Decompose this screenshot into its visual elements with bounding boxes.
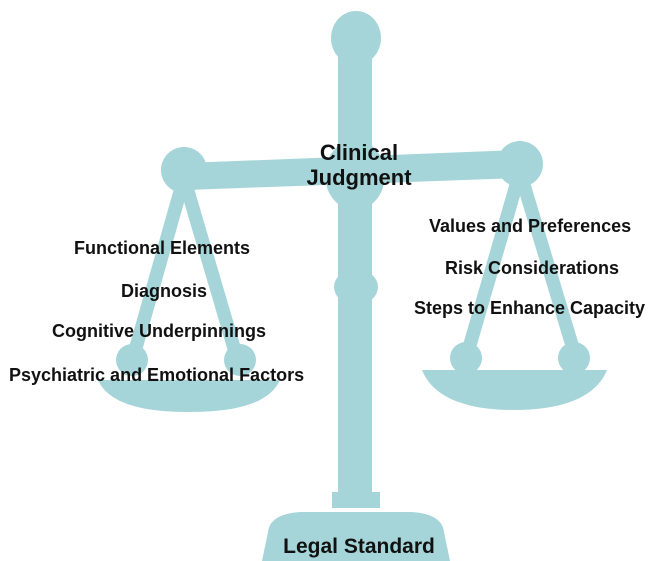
right-string-right	[513, 172, 582, 355]
post-knob	[334, 269, 378, 305]
right-pan-item: Steps to Enhance Capacity	[414, 298, 646, 318]
right-pan-item: Values and Preferences	[429, 216, 632, 236]
right-string-left	[460, 172, 527, 355]
right-pan-knob-left	[450, 342, 482, 374]
left-pan-item: Functional Elements	[74, 238, 251, 258]
left-string-right	[177, 178, 244, 358]
left-beam-knob	[161, 147, 207, 193]
left-string-left	[126, 178, 191, 358]
right-pan-knob-right	[558, 342, 590, 374]
base-neck	[332, 492, 380, 508]
left-pan-knob-left	[116, 344, 148, 376]
center-label-line2: Judgment	[306, 165, 412, 191]
left-pan-item: Diagnosis	[121, 281, 208, 301]
base	[262, 512, 450, 561]
left-pan-knob-right	[224, 344, 256, 376]
center-hub	[325, 140, 385, 210]
left-pan-item: Psychiatric and Emotional Factors	[9, 365, 305, 385]
right-beam-knob	[497, 141, 543, 187]
center-label: Clinical Judgment	[259, 140, 459, 191]
left-pan	[98, 380, 280, 412]
right-pan	[422, 370, 607, 410]
center-label-line1: Clinical	[319, 140, 399, 165]
right-pan-item: Risk Considerations	[445, 258, 620, 278]
base-label: Legal Standard	[283, 535, 435, 558]
left-pan-item: Cognitive Underpinnings	[52, 321, 266, 341]
